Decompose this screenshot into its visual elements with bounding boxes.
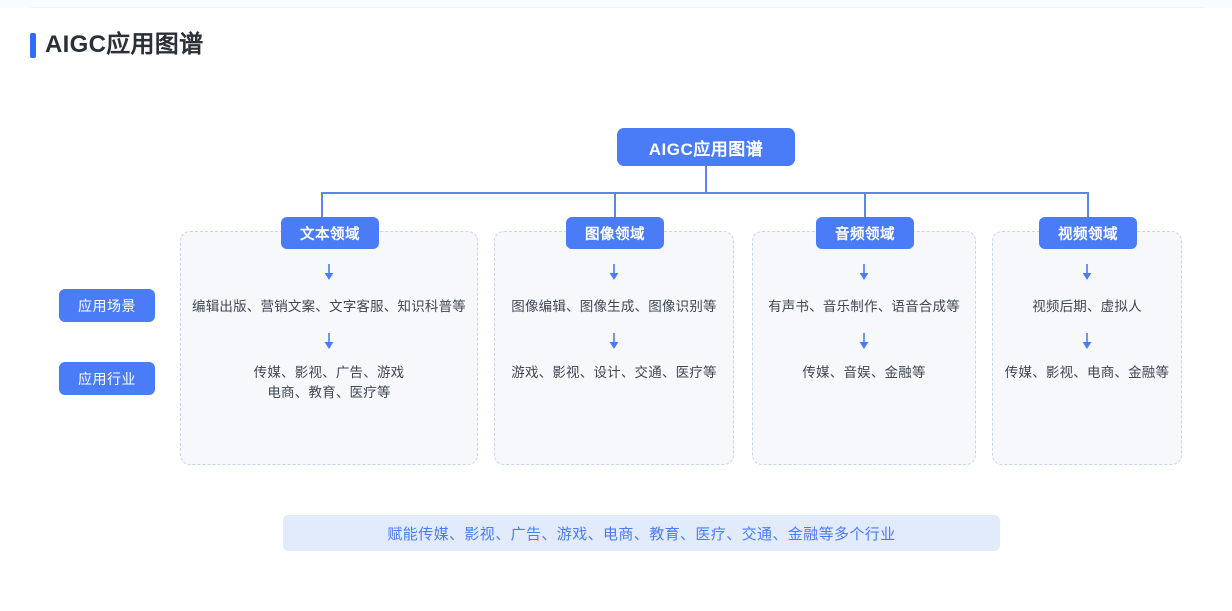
page-title: AIGC应用图谱 bbox=[30, 31, 203, 59]
page-title-text: AIGC应用图谱 bbox=[45, 31, 204, 58]
arrow-down-icon bbox=[858, 333, 870, 351]
connector-drop-4 bbox=[1087, 192, 1089, 219]
top-divider bbox=[30, 7, 1205, 8]
arrow-down-icon bbox=[608, 264, 620, 282]
connector-root-stem bbox=[705, 166, 707, 193]
row-label-scene[interactable]: 应用场景 bbox=[59, 289, 155, 322]
arrow-down-icon bbox=[608, 333, 620, 351]
arrow-down-icon bbox=[1081, 264, 1093, 282]
column-industry-text: 传媒、音娱、金融等 bbox=[802, 365, 926, 380]
column-header-video[interactable]: 视频领域 bbox=[1039, 217, 1137, 249]
root-node[interactable]: AIGC应用图谱 bbox=[617, 128, 795, 166]
connector-drop-2 bbox=[614, 192, 616, 219]
column-industry-text: 游戏、影视、设计、交通、医疗等 bbox=[511, 365, 717, 380]
connector-horizontal-bus bbox=[321, 192, 1088, 194]
arrow-down-icon bbox=[323, 264, 335, 282]
top-strip bbox=[0, 0, 1232, 8]
title-accent-bar bbox=[30, 32, 36, 58]
connector-drop-1 bbox=[321, 192, 323, 219]
column-scene-text: 视频后期、虚拟人 bbox=[1032, 299, 1142, 314]
arrow-down-icon bbox=[858, 264, 870, 282]
column-header-text[interactable]: 文本领域 bbox=[281, 217, 379, 249]
arrow-down-icon bbox=[1081, 333, 1093, 351]
row-label-industry[interactable]: 应用行业 bbox=[59, 362, 155, 395]
column-industry-text: 传媒、影视、广告、游戏 电商、教育、医疗等 bbox=[253, 365, 405, 400]
column-scene-text: 图像编辑、图像生成、图像识别等 bbox=[511, 299, 717, 314]
column-header-image[interactable]: 图像领域 bbox=[566, 217, 664, 249]
connector-drop-3 bbox=[864, 192, 866, 219]
arrow-down-icon bbox=[323, 333, 335, 351]
column-scene-text: 有声书、音乐制作、语音合成等 bbox=[768, 299, 960, 314]
footer-banner: 赋能传媒、影视、广告、游戏、电商、教育、医疗、交通、金融等多个行业 bbox=[283, 515, 1000, 551]
column-scene-text: 编辑出版、营销文案、文字客服、知识科普等 bbox=[192, 299, 466, 314]
column-header-audio[interactable]: 音频领域 bbox=[816, 217, 914, 249]
column-industry-text: 传媒、影视、电商、金融等 bbox=[1004, 365, 1170, 380]
